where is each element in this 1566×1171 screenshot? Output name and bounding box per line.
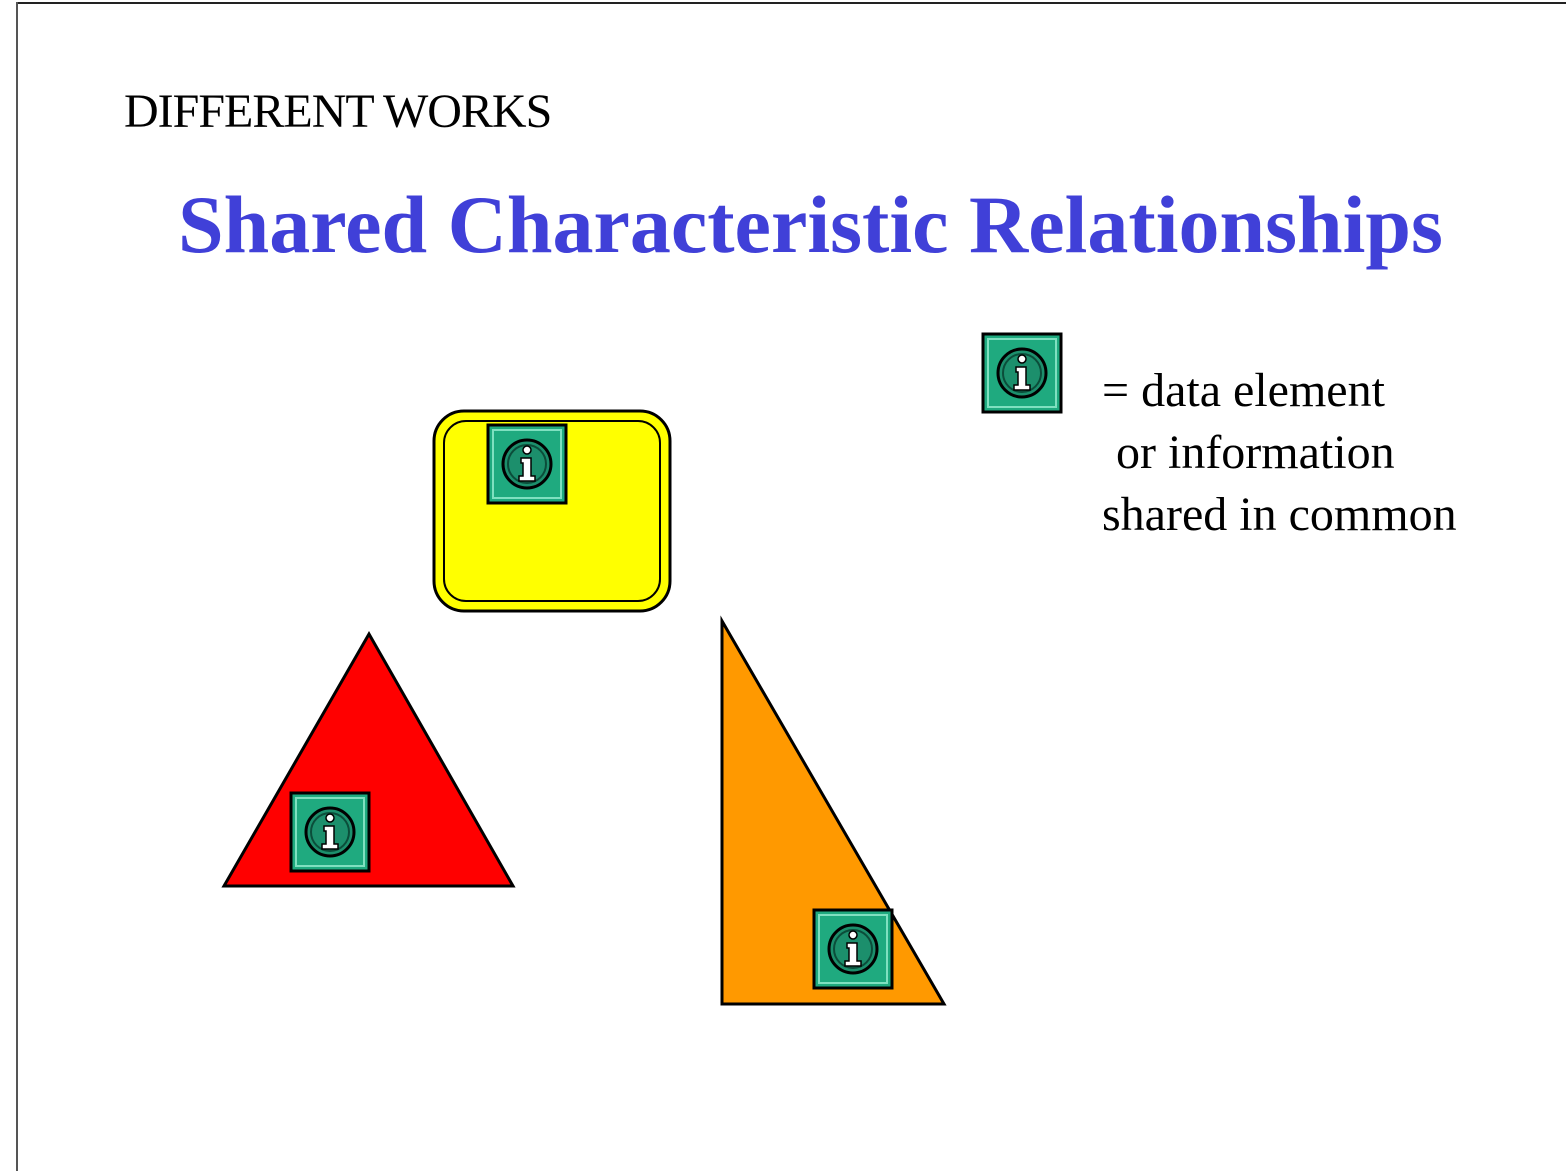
legend-line-1: = data element xyxy=(1102,364,1385,417)
info-icon xyxy=(289,791,371,873)
frame-left-border xyxy=(16,2,18,1171)
legend-info-icon xyxy=(981,332,1063,414)
slide-title: Shared Characteristic Relationships xyxy=(178,179,1443,270)
legend-line-2: or information xyxy=(1116,426,1395,479)
legend-line-3: shared in common xyxy=(1102,488,1457,541)
section-label: DIFFERENT WORKS xyxy=(124,85,552,138)
orange-right-triangle xyxy=(720,615,947,1006)
frame-top-border xyxy=(16,2,1566,4)
info-icon xyxy=(486,423,568,505)
info-icon xyxy=(812,908,894,990)
legend-text: = data element or information shared in … xyxy=(1102,360,1457,546)
